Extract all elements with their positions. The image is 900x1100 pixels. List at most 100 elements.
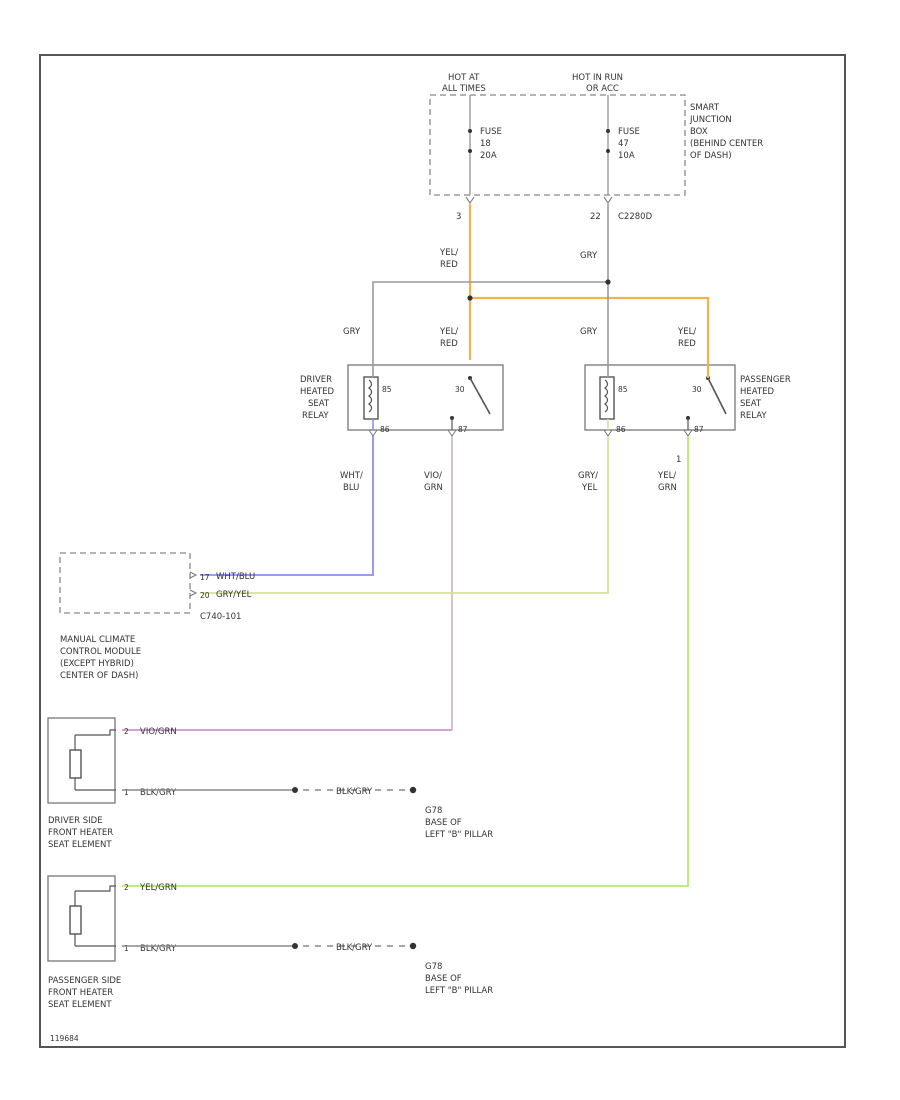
fuse-47-rating: 10A (618, 151, 635, 161)
mcc-connector-label: C740-101 (200, 612, 241, 622)
splice-gry (605, 279, 611, 285)
wire-yel-red-right-label-1: YEL/ (677, 327, 696, 337)
passenger-relay-pin-85: 85 (618, 385, 628, 394)
driver-seat-element (47, 717, 116, 804)
hot-in-run-label-1: HOT IN RUN (572, 73, 623, 83)
pse-pin-2: 2 (124, 883, 129, 892)
wire-vio-grn-label-1: VIO/ (424, 471, 442, 481)
figure-id: 119684 (50, 1034, 79, 1043)
dse-pin-1: 1 (124, 788, 129, 797)
driver-relay-label-1: DRIVER (300, 375, 332, 385)
passenger-relay-pin-87: 87 (694, 425, 704, 434)
fuse-18-top-node (468, 129, 472, 133)
passenger-relay-label-1: PASSENGER (740, 375, 791, 385)
driver-ground-splice (292, 787, 298, 793)
driver-element-label-1: DRIVER SIDE (48, 816, 103, 826)
driver-relay-pin-87: 87 (458, 425, 468, 434)
passenger-relay-label-4: RELAY (740, 411, 767, 421)
hot-at-label-2: ALL TIMES (442, 84, 486, 94)
fuse-47-number: 47 (618, 139, 629, 149)
fuse-47-bot-node (606, 149, 610, 153)
ground-1-label-3: LEFT "B" PILLAR (425, 830, 493, 840)
wire-wht-blu (200, 436, 374, 576)
mcc-wire-wht-blu-label: WHT/BLU (216, 572, 255, 582)
passenger-relay-out-pin: 1 (676, 455, 681, 465)
mcc-wire-gry-yel-label: GRY/YEL (216, 590, 252, 600)
smart-junction-box (429, 94, 686, 196)
wire-gry-yel (200, 436, 609, 594)
wire-yel-red-top-label-1: YEL/ (439, 248, 458, 258)
pse-wire-blk-gry-label: BLK/GRY (140, 944, 177, 954)
wire-gry-right-label: GRY (580, 327, 598, 337)
wire-vio-grn-label-2: GRN (424, 483, 443, 493)
passenger-element-label-1: PASSENGER SIDE (48, 976, 121, 986)
passenger-relay-pin-30: 30 (692, 385, 702, 394)
wire-gry-yel-label-1: GRY/ (578, 471, 598, 481)
manual-climate-control-module (59, 552, 191, 614)
ground-2-label-2: BASE OF (425, 974, 462, 984)
ground-wire-1-label: BLK/GRY (336, 787, 373, 797)
mcc-label-1: MANUAL CLIMATE (60, 635, 135, 645)
sjb-pin-3 (465, 196, 475, 204)
wire-gry-left-label: GRY (343, 327, 361, 337)
passenger-seat-element (47, 875, 116, 962)
connector-c2280d-label: C2280D (618, 212, 653, 222)
wire-yel-red-right-label-2: RED (678, 339, 696, 349)
sjb-label-4: (BEHIND CENTER (690, 139, 763, 149)
driver-relay-pin-86: 86 (380, 425, 390, 434)
passenger-relay-label-3: SEAT (740, 399, 762, 409)
mcc-pin-17-marker (189, 571, 198, 579)
pse-pin-1: 1 (124, 944, 129, 953)
wire-yel-grn-label-2: GRN (658, 483, 677, 493)
passenger-heated-seat-relay (584, 360, 736, 437)
passenger-relay-label-2: HEATED (740, 387, 774, 397)
driver-relay-pin-85: 85 (382, 385, 392, 394)
mcc-label-2: CONTROL MODULE (60, 647, 141, 657)
wire-yel-grn (122, 436, 689, 887)
dse-wire-blk-gry-label: BLK/GRY (140, 788, 177, 798)
driver-relay-pin-30: 30 (455, 385, 465, 394)
wire-yel-red-left-label-1: YEL/ (439, 327, 458, 337)
driver-heated-seat-relay (347, 360, 504, 437)
fuse-18-rating: 20A (480, 151, 497, 161)
splice-yel-red (467, 295, 473, 301)
mcc-pin-17: 17 (200, 573, 210, 582)
fuse-18-label: FUSE (480, 127, 502, 137)
dse-pin-2: 2 (124, 727, 129, 736)
wire-gry-top-label: GRY (580, 251, 598, 261)
pin-3-label: 3 (456, 212, 461, 222)
sjb-label-2: JUNCTION (689, 115, 732, 125)
wire-yel-red-branch (470, 296, 710, 360)
passenger-element-label-3: SEAT ELEMENT (48, 1000, 112, 1010)
sjb-label-3: BOX (690, 127, 708, 137)
ground-1-label-2: BASE OF (425, 818, 462, 828)
driver-relay-label-2: HEATED (300, 387, 334, 397)
ground-wire-2-label: BLK/GRY (336, 943, 373, 953)
ground-g78-1 (409, 786, 417, 794)
sjb-pin-22 (603, 196, 613, 204)
driver-relay-label-3: SEAT (308, 399, 330, 409)
sjb-label-1: SMART (690, 103, 720, 113)
driver-element-label-2: FRONT HEATER (48, 828, 113, 838)
ground-g78-2 (409, 942, 417, 950)
wire-yel-grn-label-1: YEL/ (657, 471, 676, 481)
mcc-pin-20: 20 (200, 591, 210, 600)
hot-at-label-1: HOT AT (448, 73, 480, 83)
mcc-pin-20-marker (189, 589, 198, 597)
wire-gry-branch (372, 281, 608, 360)
wire-wht-blu-label-1: WHT/ (340, 471, 363, 481)
wire-yel-red-left-label-2: RED (440, 339, 458, 349)
diagram-frame (39, 54, 846, 1048)
dse-wire-vio-grn-label: VIO/GRN (140, 727, 177, 737)
pse-wire-yel-grn-label: YEL/GRN (139, 883, 177, 893)
wire-yel-red-top-label-2: RED (440, 260, 458, 270)
ground-1-label-1: G78 (425, 806, 442, 816)
ground-2-label-3: LEFT "B" PILLAR (425, 986, 493, 996)
driver-element-label-3: SEAT ELEMENT (48, 840, 112, 850)
driver-relay-label-4: RELAY (302, 411, 329, 421)
mcc-label-3: (EXCEPT HYBRID) (60, 659, 134, 669)
fuse-47-top-node (606, 129, 610, 133)
sjb-label-5: OF DASH) (690, 151, 732, 161)
wire-wht-blu-label-2: BLU (343, 483, 359, 493)
